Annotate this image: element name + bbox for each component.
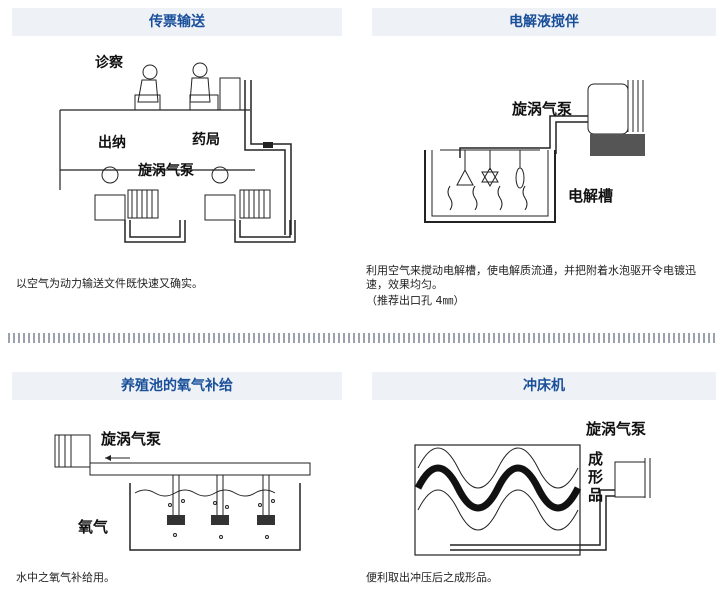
transport-diagram [59,62,296,243]
label-product: 成形品 [588,450,604,504]
electrolyte-note: （推荐出口孔 4㎜） [366,294,465,307]
label-cashier: 出纳 [98,135,126,151]
panel-title-transport: 传票输送 [12,8,342,36]
panel-title-aquaculture: 养殖池的氧气补给 [12,372,342,400]
label-pump-transport: 旋涡气泵 [138,163,194,179]
aquaculture-description: 水中之氧气补给用。 [16,571,115,584]
label-pump-press: 旋涡气泵 [586,420,647,438]
aquaculture-diagram [54,434,311,551]
label-tank: 电解槽 [568,187,614,205]
press-diagram [414,444,651,556]
section-divider [8,333,716,343]
electrolyte-diagram [424,80,645,223]
label-diagnosis: 诊察 [95,55,123,71]
transport-description: 以空气为动力输送文件既快速又确实。 [16,277,203,290]
panel-title-electrolyte: 电解液搅伴 [372,8,716,36]
label-pump-electrolyte: 旋涡气泵 [512,100,573,118]
label-pharmacy: 药局 [192,132,220,148]
electrolyte-description: 利用空气来搅动电解槽，使电解质流通，并把附着水泡驱开令电镀迅速，效果均匀。 [366,264,696,291]
panel-title-press: 冲床机 [372,372,716,400]
press-description: 便利取出冲压后之成形品。 [366,571,498,584]
label-oxygen: 氧气 [78,518,109,536]
label-pump-aquaculture: 旋涡气泵 [101,430,162,448]
